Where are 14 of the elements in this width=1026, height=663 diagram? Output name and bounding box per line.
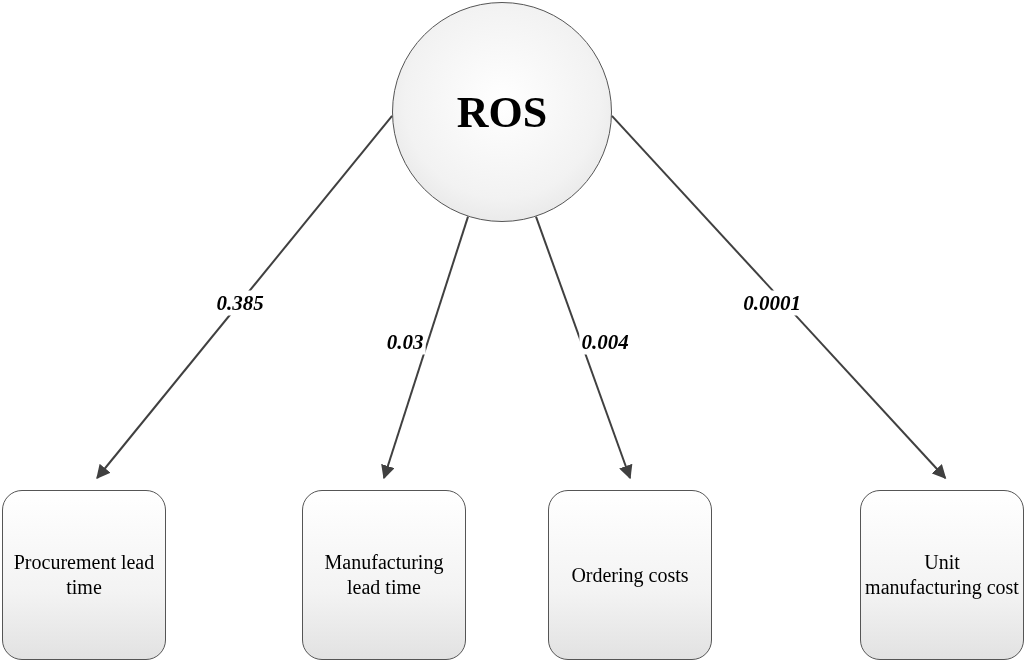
node-text: Manufacturing lead time: [323, 550, 445, 600]
node-text: Procurement lead time: [12, 550, 156, 600]
rounded-box: [2, 490, 166, 660]
node-text: Ordering costs: [570, 562, 690, 588]
arrow: [610, 114, 947, 480]
edge-label: 0.385: [214, 290, 266, 316]
rounded-box: [302, 490, 466, 660]
node-text: ROS: [456, 86, 548, 138]
arrow: [381, 215, 469, 480]
arrow: [535, 215, 633, 480]
rounded-box: [860, 490, 1024, 660]
arrow: [96, 114, 394, 480]
rounded-box: [548, 490, 712, 660]
node-text: Unit manufacturing cost: [864, 550, 1020, 600]
